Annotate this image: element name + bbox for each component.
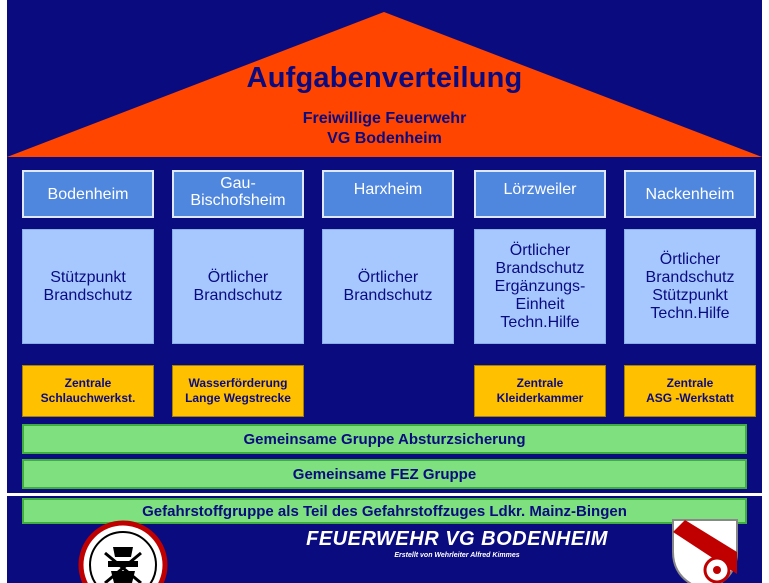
fire-brigade-emblem-icon (78, 520, 168, 583)
special-gau-bischofsheim: Wasserförderung Lange Wegstrecke (172, 365, 304, 417)
slide: Aufgabenverteilung Freiwillige Feuerwehr… (7, 0, 762, 583)
group-fez: Gemeinsame FEZ Gruppe (22, 459, 747, 489)
special-bodenheim: Zentrale Schlauchwerkst. (22, 365, 154, 417)
location-harxheim: Harxheim (322, 170, 454, 218)
location-gau-bischofsheim: Gau- Bischofsheim (172, 170, 304, 218)
diagram-subtitle-line1: Freiwillige Feuerwehr (302, 110, 467, 127)
role-harxheim: Örtlicher Brandschutz (322, 229, 454, 344)
special-loerzweiler: Zentrale Kleiderkammer (474, 365, 606, 417)
roof-triangle (7, 12, 762, 157)
group-absturzsicherung: Gemeinsame Gruppe Absturzsicherung (22, 424, 747, 454)
footer-title: FEUERWEHR VG BODENHEIM (306, 528, 608, 550)
location-bodenheim: Bodenheim (22, 170, 154, 218)
diagram-title: Aufgabenverteilung (246, 62, 523, 94)
divider-line (7, 493, 762, 496)
municipal-coat-of-arms-icon (672, 519, 738, 583)
location-loerzweiler: Lörzweiler (474, 170, 606, 218)
special-nackenheim: Zentrale ASG -Werkstatt (624, 365, 756, 417)
group-gefahrstoff: Gefahrstoffgruppe als Teil des Gefahrsto… (22, 498, 747, 524)
role-bodenheim: Stützpunkt Brandschutz (22, 229, 154, 344)
diagram-subtitle-line2: VG Bodenheim (327, 130, 442, 147)
role-nackenheim: Örtlicher Brandschutz Stützpunkt Techn.H… (624, 229, 756, 344)
footer-subtitle: Erstellt von Wehrleiter Alfred Kimmes (394, 552, 520, 559)
roof-shape (7, 12, 762, 157)
role-loerzweiler: Örtlicher Brandschutz Ergänzungs- Einhei… (474, 229, 606, 344)
location-nackenheim: Nackenheim (624, 170, 756, 218)
role-gau-bischofsheim: Örtlicher Brandschutz (172, 229, 304, 344)
